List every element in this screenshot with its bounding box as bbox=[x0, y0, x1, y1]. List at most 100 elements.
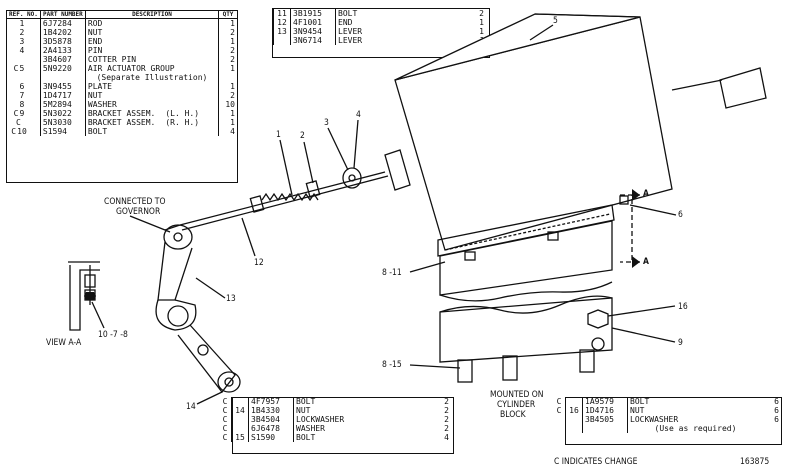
part-number: 3B1915 bbox=[290, 9, 336, 18]
quantity: 2 bbox=[444, 415, 449, 424]
stud-mid bbox=[502, 355, 518, 381]
bracket-block-lower bbox=[439, 297, 613, 363]
part-number: S1590 bbox=[248, 433, 294, 442]
ref-number bbox=[273, 36, 291, 45]
change-marker: C bbox=[556, 397, 562, 406]
col-desc: DESCRIPTION bbox=[84, 10, 220, 19]
description: AIR ACTUATOR GROUP bbox=[84, 64, 219, 73]
ref-number: 8 bbox=[19, 100, 25, 109]
lever-13-pivot bbox=[155, 299, 197, 331]
ref-number bbox=[565, 397, 583, 406]
quantity: 2 bbox=[444, 397, 449, 406]
description-text: NUT bbox=[87, 28, 103, 37]
part-number bbox=[582, 424, 628, 433]
stud-left bbox=[457, 359, 473, 383]
bracket-block-upper bbox=[439, 220, 613, 296]
ref-number: 16 bbox=[565, 406, 583, 415]
change-marker: C bbox=[13, 109, 19, 118]
part-number: 3D5878 bbox=[39, 37, 86, 46]
ref-number: 9 bbox=[19, 109, 25, 118]
part-number: 6J7284 bbox=[39, 18, 86, 28]
quantity: 1 bbox=[479, 27, 484, 36]
part-number: 3B4607 bbox=[39, 55, 86, 64]
description: COTTER PIN bbox=[84, 55, 219, 64]
change-marker: C bbox=[222, 433, 228, 442]
air-actuator-top bbox=[394, 13, 641, 81]
description-text: COTTER PIN bbox=[87, 55, 137, 64]
callout-10-7-8: 10 -7 -8 bbox=[98, 330, 128, 340]
callout-13: 13 bbox=[226, 294, 236, 304]
description: WASHER bbox=[84, 100, 219, 109]
change-marker: C bbox=[222, 406, 228, 415]
change-marker: C bbox=[11, 127, 17, 136]
part-number: 1B4202 bbox=[39, 28, 86, 37]
quantity: 2 bbox=[444, 406, 449, 415]
change-marker: C bbox=[556, 406, 562, 415]
description: NUT bbox=[627, 406, 763, 415]
bolt-hole bbox=[591, 337, 605, 351]
description: LEVER bbox=[335, 27, 468, 36]
description: LOCKWASHER bbox=[627, 415, 763, 424]
description-text: AIR ACTUATOR GROUP bbox=[87, 64, 175, 73]
ref-number: 4 bbox=[19, 46, 25, 55]
part-number: 5N3030 bbox=[39, 118, 86, 127]
change-note: C INDICATES CHANGE bbox=[554, 457, 638, 467]
section-a-bottom: A bbox=[643, 257, 649, 267]
description-text: NUT bbox=[87, 91, 103, 100]
description: BOLT bbox=[84, 127, 219, 136]
description-text: BRACKET ASSEM. bbox=[87, 109, 156, 118]
connected-label-line1: CONNECTED TO bbox=[104, 197, 166, 207]
quantity: 6 bbox=[774, 406, 779, 415]
change-marker: C bbox=[16, 118, 21, 127]
ref-number: 12 bbox=[273, 18, 291, 27]
ref-number: 7 bbox=[19, 91, 25, 100]
parts-table-right-frame bbox=[565, 397, 782, 445]
callout-12: 12 bbox=[254, 258, 264, 268]
description: BOLT bbox=[293, 397, 433, 406]
description: END bbox=[84, 37, 219, 46]
part-number: 3N6714 bbox=[290, 36, 336, 45]
callout-3: 3 bbox=[324, 118, 329, 128]
change-marker: C bbox=[13, 64, 19, 73]
rod-end bbox=[342, 167, 362, 189]
part-number: 1B4330 bbox=[248, 406, 294, 415]
description: PIN bbox=[84, 46, 219, 55]
table-row: (Use as required) bbox=[553, 424, 781, 433]
description-text: END bbox=[87, 37, 103, 46]
quantity: 2 bbox=[479, 9, 484, 18]
lever-upper-end bbox=[163, 224, 193, 250]
part-number: 3B4505 bbox=[582, 415, 628, 424]
description: BOLT bbox=[627, 397, 763, 406]
description: LOCKWASHER bbox=[293, 415, 433, 424]
part-number: 5N9220 bbox=[39, 64, 86, 73]
ref-number: 3 bbox=[19, 37, 25, 46]
drawing-number: 163875 bbox=[740, 457, 770, 467]
description-text: ROD bbox=[87, 19, 103, 28]
part-number: 5M2894 bbox=[39, 100, 86, 109]
part-number: 4F7957 bbox=[248, 397, 294, 406]
quantity: 2 bbox=[444, 424, 449, 433]
description: NUT bbox=[84, 91, 219, 100]
callout-2: 2 bbox=[300, 131, 305, 141]
part-number: 6J6478 bbox=[248, 424, 294, 433]
description-text: BRACKET ASSEM. bbox=[87, 118, 156, 127]
part-number: 1D4716 bbox=[582, 406, 628, 415]
mounted-label-line2: CYLINDER bbox=[497, 400, 536, 410]
mounted-label-line3: BLOCK bbox=[500, 410, 526, 420]
section-arrow-top bbox=[632, 189, 640, 201]
description: LEVER bbox=[335, 36, 468, 45]
